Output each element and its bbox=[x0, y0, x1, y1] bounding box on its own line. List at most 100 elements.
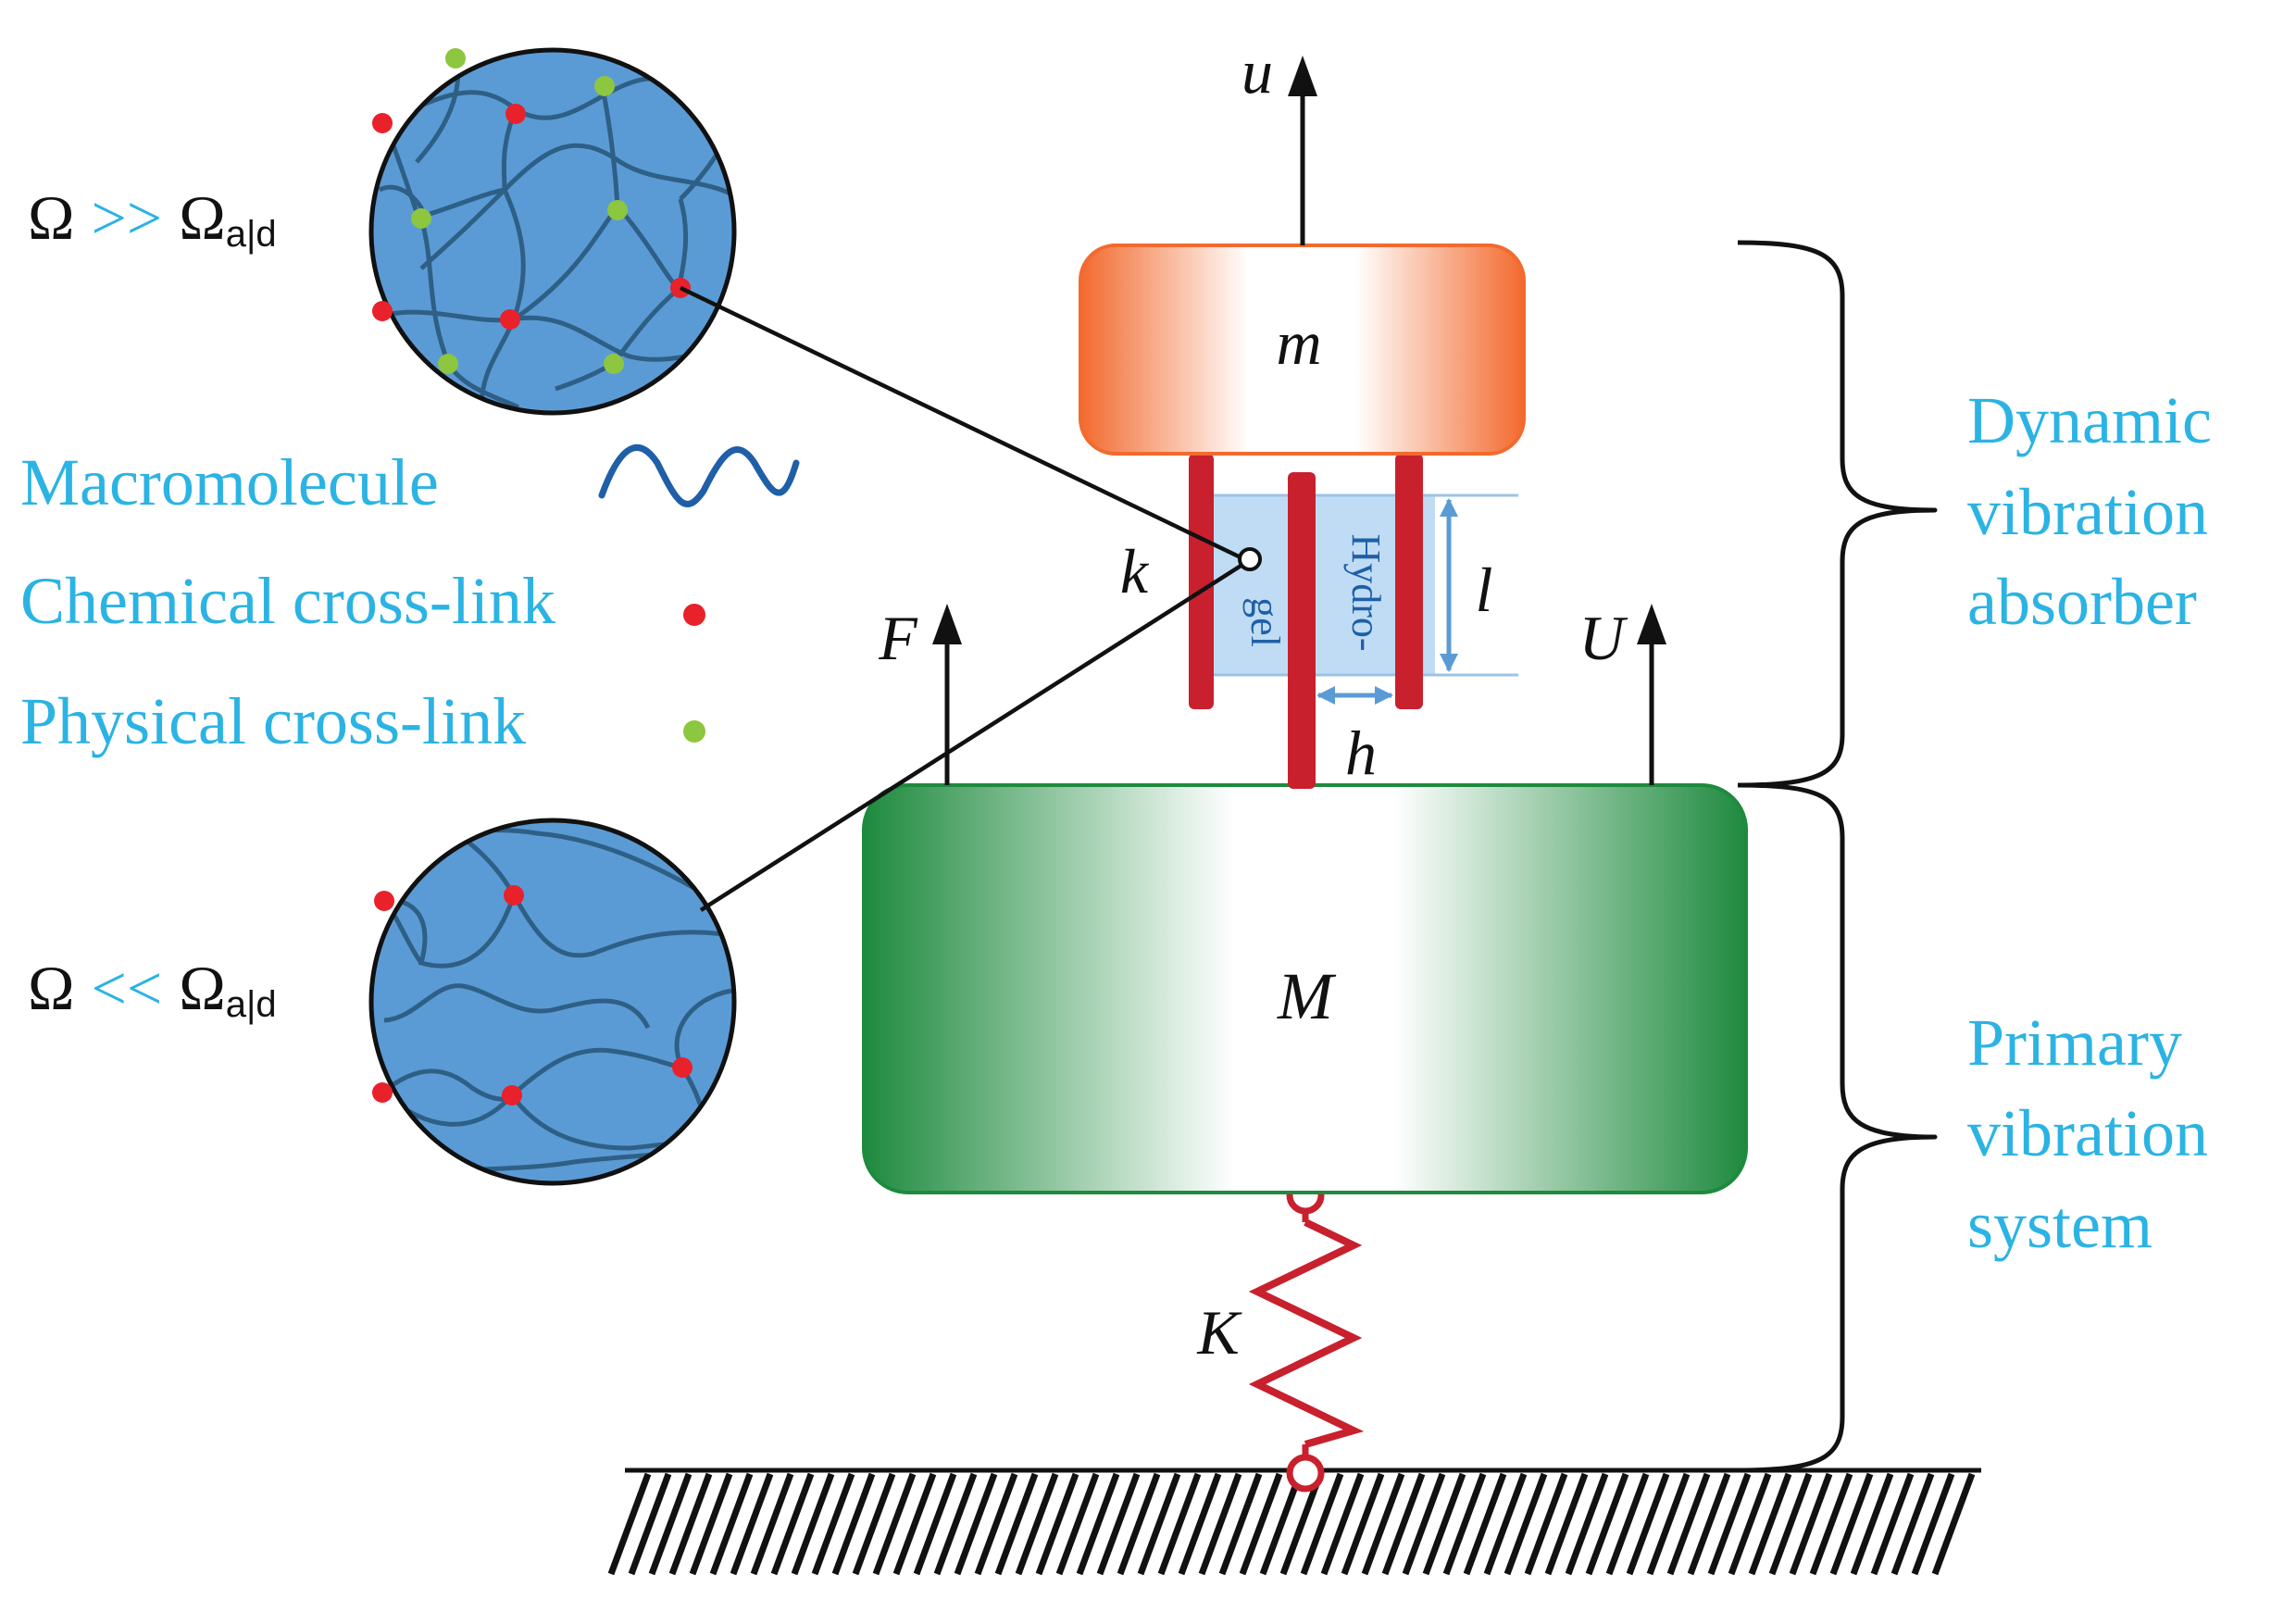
hatch-line bbox=[994, 1472, 1039, 1576]
callout-pivot bbox=[1238, 547, 1262, 571]
absorber-label-line-3: absorber bbox=[1967, 565, 2197, 639]
label-primary-displacement: U bbox=[1578, 603, 1628, 673]
hatch-line bbox=[1463, 1472, 1507, 1576]
chemical-crosslink bbox=[372, 301, 393, 321]
hatch-line bbox=[1341, 1472, 1385, 1576]
regime-low: Ω<<Ωa|d bbox=[28, 953, 277, 1025]
legend-macromolecule: Macromolecule bbox=[20, 445, 439, 519]
hatch-line bbox=[1361, 1472, 1405, 1576]
hatch-line bbox=[1789, 1472, 1833, 1576]
physical-crosslink bbox=[445, 48, 466, 69]
hatch-line bbox=[1402, 1472, 1446, 1576]
hydrogel-label-top: Hydro- bbox=[1343, 533, 1389, 651]
hatch-line bbox=[791, 1472, 835, 1576]
hatch-line bbox=[1768, 1472, 1813, 1576]
hatch-line bbox=[730, 1472, 774, 1576]
hatch-line bbox=[852, 1472, 896, 1576]
hatch-line bbox=[1646, 1472, 1691, 1576]
regime-high: Ω>>Ωa|d bbox=[28, 182, 277, 255]
ground-hatching bbox=[607, 1472, 1976, 1576]
relation-much-greater: >> bbox=[92, 182, 163, 253]
chemical-crosslink bbox=[500, 309, 520, 330]
omega-symbol: Ω bbox=[28, 182, 75, 253]
omega-symbol-2: Ω bbox=[179, 182, 226, 253]
chemical-crosslink bbox=[372, 113, 393, 133]
brace-label-primary: Primary vibration system bbox=[1967, 1006, 2208, 1262]
svg-text:Ω<<Ωa|d: Ω<<Ωa|d bbox=[28, 953, 277, 1025]
label-force: F bbox=[878, 603, 918, 673]
omega-subscript: a|d bbox=[226, 214, 277, 255]
u-arrow-head bbox=[1288, 56, 1317, 96]
physical-crosslink bbox=[604, 354, 624, 374]
legend-physical-crosslink: Physical cross-link bbox=[20, 684, 526, 758]
brace-label-absorber: Dynamic vibration absorber bbox=[1967, 383, 2212, 639]
hatch-line bbox=[1605, 1472, 1650, 1576]
hatch-line bbox=[1809, 1472, 1853, 1576]
hatch-line bbox=[1279, 1472, 1324, 1576]
hatch-line bbox=[1015, 1472, 1059, 1576]
absorber-label-line-2: vibration bbox=[1967, 475, 2208, 549]
hatch-line bbox=[1890, 1472, 1935, 1576]
primary-spring bbox=[1248, 1176, 1365, 1493]
label-gel-thickness: h bbox=[1345, 718, 1377, 788]
hatch-line bbox=[1911, 1472, 1955, 1576]
spring-bottom-joint bbox=[1286, 1454, 1325, 1493]
right-rod bbox=[1395, 454, 1423, 709]
chemical-crosslink bbox=[374, 891, 394, 911]
hatch-line bbox=[1259, 1472, 1304, 1576]
hatch-line bbox=[628, 1472, 672, 1576]
hatch-line bbox=[1381, 1472, 1426, 1576]
hatch-line bbox=[1239, 1472, 1283, 1576]
hatch-line bbox=[1320, 1472, 1365, 1576]
hatch-line bbox=[933, 1472, 978, 1576]
hatch-line bbox=[954, 1472, 998, 1576]
legend-chemical-crosslink: Chemical cross-link bbox=[20, 564, 555, 638]
crosslinks-low bbox=[372, 885, 693, 1106]
brace-absorber bbox=[1737, 240, 1938, 788]
callout-lines bbox=[680, 285, 1262, 912]
hatch-line bbox=[750, 1472, 794, 1576]
physical-crosslink bbox=[607, 200, 628, 220]
hatch-line bbox=[1707, 1472, 1752, 1576]
label-absorber-stiffness: k bbox=[1120, 536, 1150, 606]
physical-crosslink bbox=[438, 354, 458, 374]
omega-subscript: a|d bbox=[226, 984, 277, 1025]
relation-much-less: << bbox=[92, 953, 163, 1023]
hatch-line bbox=[1748, 1472, 1792, 1576]
chemical-crosslink bbox=[672, 1057, 693, 1078]
hatch-line bbox=[1870, 1472, 1915, 1576]
center-rod bbox=[1288, 472, 1316, 789]
hatch-line bbox=[1626, 1472, 1670, 1576]
network-low-frequency bbox=[368, 818, 737, 1186]
omega-symbol-2: Ω bbox=[179, 953, 226, 1023]
physical-crosslink bbox=[594, 76, 615, 96]
absorber-label-line-1: Dynamic bbox=[1967, 383, 2212, 457]
hatch-line bbox=[1565, 1472, 1609, 1576]
U-arrow-head bbox=[1637, 604, 1666, 644]
hatch-line bbox=[1137, 1472, 1181, 1576]
hatch-line bbox=[1055, 1472, 1100, 1576]
hatch-line bbox=[811, 1472, 855, 1576]
hatch-line bbox=[1524, 1472, 1568, 1576]
hatch-line bbox=[770, 1472, 815, 1576]
hatch-line bbox=[1687, 1472, 1731, 1576]
ground bbox=[607, 1468, 1981, 1576]
primary-label-line-2: vibration bbox=[1967, 1096, 2208, 1170]
hatch-line bbox=[1198, 1472, 1242, 1576]
hatch-line bbox=[1483, 1472, 1528, 1576]
hatch-line bbox=[1218, 1472, 1263, 1576]
chemical-crosslink bbox=[505, 104, 526, 124]
left-rod bbox=[1189, 454, 1214, 709]
hatch-line bbox=[668, 1472, 713, 1576]
hatch-line bbox=[1728, 1472, 1772, 1576]
primary-label-line-3: system bbox=[1967, 1188, 2152, 1262]
hatch-line bbox=[1300, 1472, 1344, 1576]
hatch-line bbox=[1504, 1472, 1548, 1576]
network-high-frequency bbox=[368, 47, 737, 416]
hatch-line bbox=[1442, 1472, 1487, 1576]
displacement-arrows bbox=[932, 56, 1666, 785]
label-gel-length: l bbox=[1476, 555, 1493, 625]
physical-crosslink-legend-dot bbox=[683, 720, 705, 743]
